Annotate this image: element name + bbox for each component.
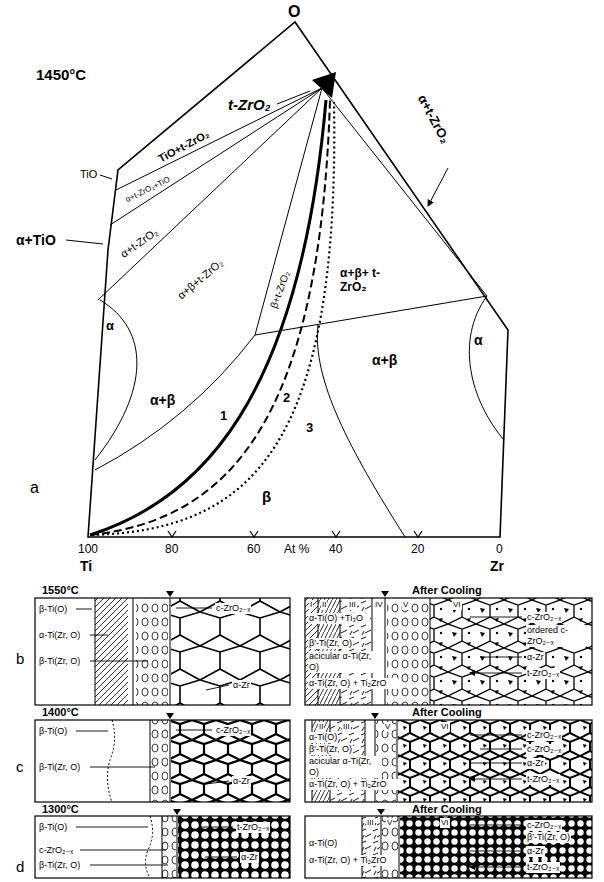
phase-label: β'-Ti(Zr, O) xyxy=(526,832,571,843)
phase-label: t-ZrO₂₋ₓ xyxy=(526,862,560,873)
zone-numeral: VI xyxy=(440,818,450,828)
phase-label: α+t-ZrO₂ xyxy=(414,92,453,146)
phase-label: α+β xyxy=(372,352,397,369)
corner-label: Zr xyxy=(490,558,504,575)
phase-label: TiO xyxy=(80,168,97,181)
phase-label: c-ZrO₂₋ₓ xyxy=(526,612,562,623)
phase-label: β-Ti(O) xyxy=(38,726,68,737)
zone-numeral: V xyxy=(402,600,409,610)
phase-label: α xyxy=(106,318,114,334)
zone-numeral: V xyxy=(386,818,393,828)
phase-label: α-Ti(Zr, O) + Ti₂ZrO xyxy=(308,779,398,790)
phase-label: acicular α-Ti(Zr, O) xyxy=(308,651,382,673)
ternary-diagram xyxy=(66,22,508,537)
temperature-label: 1550°C xyxy=(42,584,79,597)
phase-label: α+β+t-ZrO₂ xyxy=(175,256,226,302)
panel-heading: After Cooling xyxy=(412,706,482,719)
phase-label: c-ZrO₂₋ₓ xyxy=(215,725,251,736)
panel-heading: After Cooling xyxy=(412,584,482,597)
phase-label: α-Ti(Zr, O) + Ti₂ZrO xyxy=(308,855,398,866)
temperature-label: 1300°C xyxy=(42,803,79,816)
phase-label: α+β+ t-ZrO₂ xyxy=(340,266,388,295)
phase-label: β-Ti(O) xyxy=(38,604,68,615)
phase-label: α-Ti(O) xyxy=(308,732,338,743)
corner-label: Ti xyxy=(80,558,92,575)
phase-label: α+β xyxy=(150,392,175,409)
phase-label: TiO+t-ZrO₂ xyxy=(156,128,212,166)
temperature-label: 1400°C xyxy=(42,706,79,719)
panel-letter: c xyxy=(16,758,24,776)
phase-label: t-ZrO₂₋ₓ xyxy=(236,822,270,833)
zone-numeral: IV xyxy=(374,600,384,610)
phase-label: α-Zr xyxy=(526,758,545,769)
phase-label: β+t-ZrO₂ xyxy=(268,270,293,311)
phase-label: β-Ti(Zr, O) xyxy=(38,656,81,667)
phase-label: c-ZrO₂₋ₓ xyxy=(526,744,562,755)
phase-label: α-Zr xyxy=(526,652,545,663)
phase-label: α-Ti(O) +Ti₃O xyxy=(308,613,370,624)
zone-numeral: V xyxy=(384,722,391,732)
phase-label: t-ZrO₂ xyxy=(228,96,270,114)
zone-numeral: III xyxy=(348,600,357,610)
axis-tick-label: 60 xyxy=(247,542,260,556)
phase-label: α xyxy=(474,332,483,349)
axis-tick-label: 20 xyxy=(411,542,424,556)
phase-label: α-Ti(Zr, O) xyxy=(38,630,81,641)
zone-numeral: VI xyxy=(452,600,462,610)
phase-label: t-ZrO₂₋ₓ xyxy=(526,774,560,785)
phase-label: β-Ti(Zr, O) xyxy=(38,860,81,871)
zone-numeral: I xyxy=(309,600,313,610)
zone-numeral: II xyxy=(318,722,324,732)
panel-letter: b xyxy=(16,650,24,668)
phase-label: c-ZrO₂₋ₓ xyxy=(38,845,74,856)
microstructure-b xyxy=(35,591,592,705)
phase-label: α+t-ZrO₂+TiO xyxy=(124,175,172,205)
phase-label: c-ZrO₂₋ₓ xyxy=(215,603,251,614)
phase-label: ordered c-ZrO₂₋ₓ xyxy=(526,625,586,647)
phase-label: α-Ti(Zr, O) + Ti₂ZrO xyxy=(308,678,398,689)
phase-label: β xyxy=(262,488,271,506)
axis-tick-label: 0 xyxy=(496,542,503,556)
phase-label: α-Zr xyxy=(232,680,251,691)
axis-title: At % xyxy=(284,542,309,556)
zone-numeral: III xyxy=(366,818,375,828)
microstructure-c xyxy=(35,713,592,802)
axis-tick-label: 80 xyxy=(165,542,178,556)
phase-label: c-ZrO₂₋ₓ xyxy=(526,730,562,741)
phase-label: β'-Ti(Zr, O) xyxy=(308,638,353,649)
curve-number: 3 xyxy=(306,420,313,436)
phase-label: c-ZrO₂₋ₓ xyxy=(526,820,562,831)
phase-label: acicular α-Ti(Zr, O) xyxy=(308,756,382,778)
phase-label: α-Zr xyxy=(232,776,251,787)
phase-label: β-Ti(O) xyxy=(38,822,68,833)
phase-label: α-Ti(O) xyxy=(308,838,338,849)
zone-numeral: VI xyxy=(440,722,450,732)
temperature-label: 1450°C xyxy=(36,66,86,84)
panel-letter: d xyxy=(16,858,24,876)
axis-tick-label: 40 xyxy=(329,542,342,556)
panel-letter: a xyxy=(30,478,39,497)
curve-number: 2 xyxy=(283,390,290,406)
phase-label: α+t-ZrO₂ xyxy=(118,225,161,260)
phase-label: t-ZrO₂₋ₓ xyxy=(526,668,560,679)
microstructure-d xyxy=(35,809,592,878)
phase-label: β-Ti(Zr, O) xyxy=(38,762,81,773)
zone-numeral: III xyxy=(342,722,351,732)
phase-label: α+TiO xyxy=(16,232,56,249)
curve-number: 1 xyxy=(220,408,227,424)
phase-label: α-Zr xyxy=(240,852,259,863)
panel-heading: After Cooling xyxy=(412,803,482,816)
apex-label: O xyxy=(288,2,300,21)
zone-numeral: II xyxy=(321,600,327,610)
axis-tick-label: 100 xyxy=(78,542,98,556)
phase-label: α-Zr xyxy=(526,846,545,857)
phase-label: β'-Ti(Zr, O) xyxy=(308,744,353,755)
